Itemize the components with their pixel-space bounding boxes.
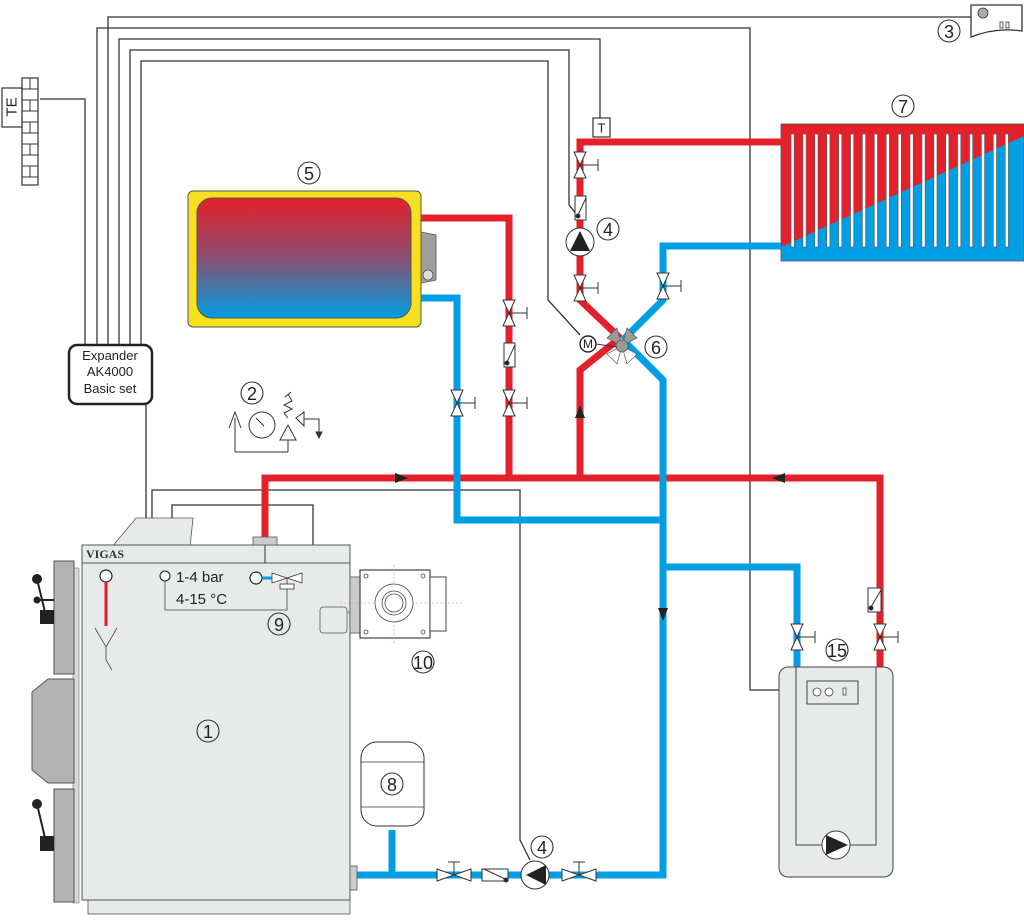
- label-thermostatic-valve: 9: [267, 612, 291, 636]
- label-boiler: 1: [196, 719, 220, 743]
- radiator-rib: [862, 133, 866, 248]
- pump-icon: [826, 835, 848, 855]
- room-unit: [970, 4, 1023, 38]
- component-number: 3: [944, 22, 954, 42]
- door-handle[interactable]: [32, 799, 54, 851]
- ball-valve[interactable]: [502, 389, 528, 417]
- arrow-left-icon: [772, 473, 785, 483]
- check-valve: [503, 342, 516, 368]
- check-valve: [481, 868, 509, 883]
- component-number: 9: [274, 615, 284, 635]
- label-circulation-pump: 4: [530, 835, 554, 859]
- component-number: 1: [203, 722, 213, 742]
- control-wires: [40, 16, 1000, 861]
- radiator-rib: [992, 133, 997, 248]
- label-hot-water-tank: 5: [297, 161, 321, 185]
- ball-valve[interactable]: [561, 861, 597, 882]
- ball-valve[interactable]: [656, 272, 682, 300]
- radiator-rib: [838, 133, 843, 248]
- label-mixing-valve: 6: [644, 335, 668, 359]
- secondary-boiler: [778, 666, 894, 878]
- ball-valve[interactable]: [790, 623, 816, 651]
- radiator-rib: [802, 133, 807, 248]
- ball-valve[interactable]: [450, 389, 476, 417]
- expansion-vessel: [360, 741, 425, 827]
- pump-icon: [526, 865, 546, 885]
- motor-label: M: [583, 337, 593, 351]
- radiator-rib: [909, 133, 914, 248]
- hot-water-tank: [187, 190, 437, 328]
- arrow-right-icon: [395, 473, 408, 483]
- ball-valve[interactable]: [573, 274, 599, 302]
- component-number: 7: [898, 97, 908, 117]
- boiler-brand: VIGAS: [86, 547, 124, 561]
- expander-box: Expander AK4000 Basic set: [67, 343, 154, 406]
- outdoor-sensor-label: TE: [4, 97, 21, 116]
- thermostatic-valve: [271, 572, 303, 590]
- radiator-rib: [1004, 133, 1009, 248]
- label-radiator: 7: [891, 94, 915, 118]
- check-valve: [574, 195, 587, 221]
- radiator-rib: [897, 133, 902, 248]
- radiator-rib: [945, 133, 950, 248]
- component-labels: 1 2 3 5 6 7 8 9 10 15 4 4: [196, 19, 961, 859]
- label-room-unit: 3: [937, 19, 961, 43]
- label-secondary-boiler: 15: [825, 638, 849, 662]
- expander-line1: Expander: [82, 348, 138, 363]
- radiator-rib: [814, 133, 819, 248]
- expander-line3: Basic set: [84, 381, 137, 396]
- label-burner: 10: [411, 650, 435, 674]
- component-number: 4: [603, 220, 613, 240]
- label-circulation-pump: 4: [596, 217, 620, 241]
- temp-sensor-label: T: [598, 121, 606, 136]
- component-number: 15: [827, 641, 847, 661]
- vertical-valves: [450, 151, 899, 651]
- component-number: 10: [413, 653, 433, 673]
- radiator-rib: [969, 133, 974, 248]
- radiator-rib: [790, 133, 795, 248]
- check-valves: [481, 195, 882, 883]
- radiator-rib: [850, 133, 855, 248]
- boiler: VIGAS 1-4 bar 4-15 °C: [31, 517, 403, 915]
- radiator-rib: [873, 133, 878, 248]
- component-number: 8: [387, 775, 397, 795]
- pump-upper: [565, 227, 595, 257]
- arrow-down-icon: [658, 608, 668, 621]
- boiler-return-port: [349, 865, 358, 891]
- door-handle[interactable]: [32, 574, 54, 624]
- mixing-valve: M: [579, 327, 638, 365]
- radiator-rib: [981, 133, 985, 248]
- label-expansion-vessel: 8: [380, 772, 404, 796]
- radiator-rib: [826, 133, 831, 248]
- component-number: 6: [651, 338, 661, 358]
- expander-line2: AK4000: [87, 364, 133, 379]
- radiator-rib: [921, 133, 926, 248]
- pump-icon: [570, 231, 590, 251]
- ball-valve[interactable]: [436, 861, 472, 882]
- radiator: [780, 123, 1024, 262]
- ball-valve[interactable]: [573, 151, 599, 179]
- check-valve: [867, 587, 882, 613]
- component-number: 2: [247, 384, 257, 404]
- pump-lower: [520, 860, 550, 890]
- radiator-rib: [933, 133, 938, 248]
- outdoor-sensor: TE: [1, 77, 39, 186]
- label-safety-group: 2: [240, 381, 264, 405]
- flow-arrows: [395, 405, 785, 621]
- ball-valve[interactable]: [873, 623, 899, 651]
- radiator-rib: [885, 133, 890, 248]
- spec-pressure: 1-4 bar: [176, 569, 224, 586]
- spec-temperature: 4-15 °C: [176, 591, 227, 608]
- horizontal-valves: [436, 861, 597, 882]
- safety-group: [228, 391, 323, 453]
- burner: [340, 565, 462, 645]
- temp-sensor: T: [592, 117, 611, 138]
- component-number: 4: [537, 838, 547, 858]
- ball-valve[interactable]: [502, 299, 528, 327]
- radiator-rib: [957, 133, 962, 248]
- component-number: 5: [304, 164, 314, 184]
- arrow-up-icon: [575, 405, 585, 418]
